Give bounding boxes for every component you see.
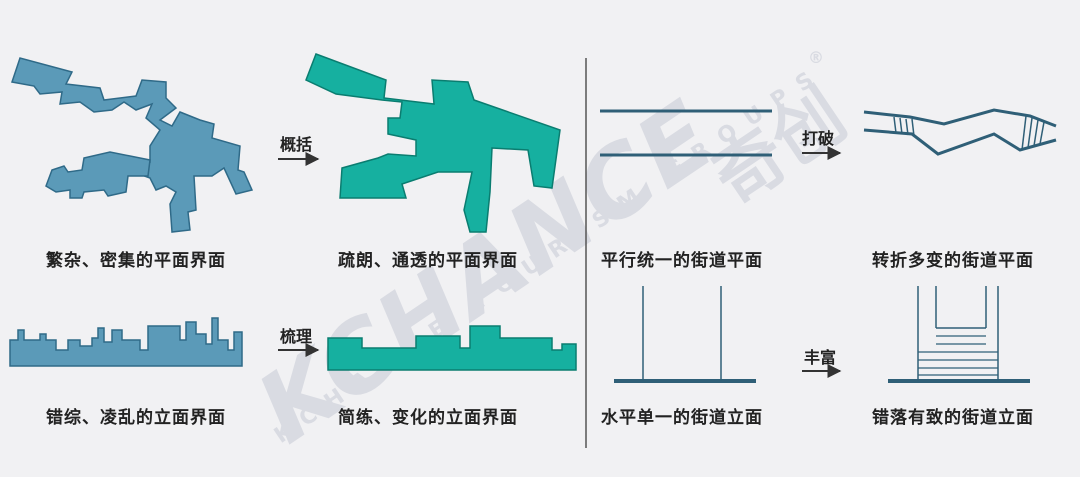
street-plan-crosswalks: [893, 115, 1045, 151]
arrow-label-organize: 梳理: [280, 327, 313, 346]
watermark-reg: ®: [808, 48, 824, 67]
street-elev-varied: [888, 286, 1030, 383]
caption-elev-simple: 简练、变化的立面界面: [338, 408, 518, 428]
caption-street-elev-flat: 水平单一的街道立面: [601, 408, 763, 428]
caption-street-plan-straight: 平行统一的街道平面: [601, 251, 763, 271]
caption-street-elev-varied: 错落有致的街道立面: [872, 408, 1034, 428]
arrow-label-enrich: 丰富: [804, 348, 837, 367]
caption-plan-complex: 繁杂、密集的平面界面: [46, 251, 226, 271]
caption-plan-simple: 疏朗、通透的平面界面: [338, 251, 518, 271]
street-plan-straight: [600, 109, 772, 157]
street-elev-flat: [614, 286, 756, 383]
elev-complex-shape: [9, 317, 243, 367]
elev-simple-shape: [327, 325, 577, 371]
caption-street-plan-varied: 转折多变的街道平面: [872, 251, 1034, 271]
caption-elev-complex: 错综、凌乱的立面界面: [46, 408, 226, 428]
arrow-label-generalize: 概括: [280, 135, 313, 154]
arrow-label-break: 打破: [802, 129, 835, 148]
street-plan-varied: [863, 108, 1057, 156]
plan-complex-shape: [11, 57, 254, 233]
plan-simple-shape: [305, 53, 561, 233]
